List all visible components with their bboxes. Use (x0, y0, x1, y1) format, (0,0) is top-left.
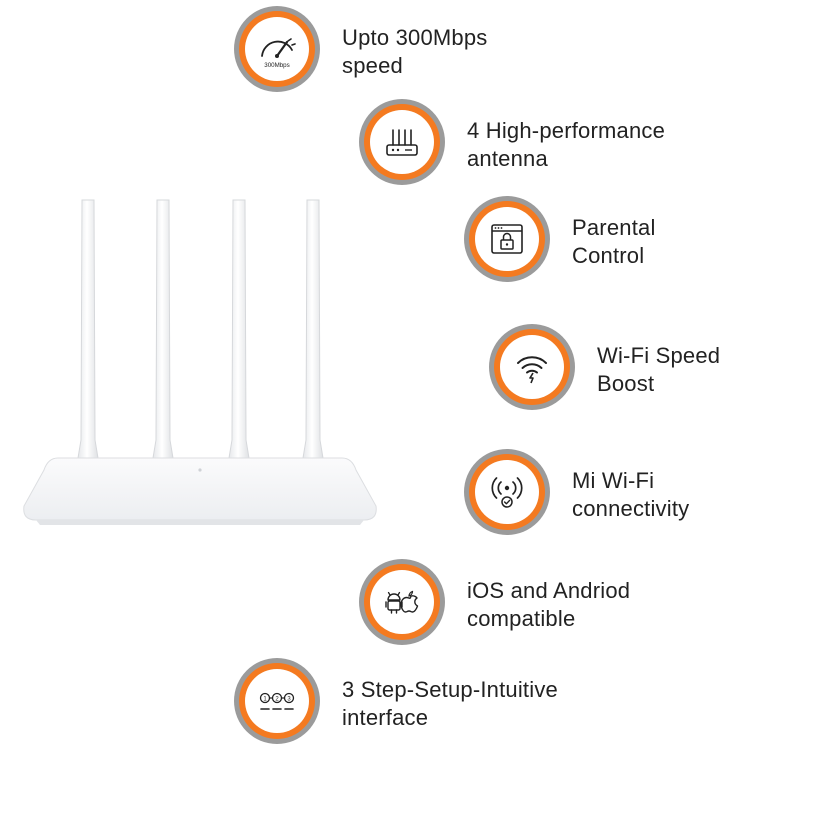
feature-badge (464, 449, 550, 535)
feature-subtitle: Control (572, 243, 645, 268)
router-illustration (23, 199, 377, 525)
feature-title: 3 Step-Setup-Intuitive (342, 677, 558, 702)
feature-subtitle: interface (342, 705, 429, 730)
step-2-label: 2 (275, 696, 279, 702)
wifi-boost-icon (517, 356, 547, 384)
feature-badge (489, 324, 575, 410)
three-steps-icon: 1 2 3 (259, 692, 295, 710)
feature-badge (464, 196, 550, 282)
antenna-2 (152, 199, 174, 459)
feature-title: Wi-Fi Speed (597, 343, 721, 368)
router-antenna-icon (386, 129, 418, 156)
feature-badge: 1 2 3 (234, 658, 320, 744)
feature-title: Upto 300Mbps (342, 25, 488, 50)
feature-subtitle: connectivity (572, 496, 690, 521)
speed-icon-label: 300Mbps (264, 62, 289, 69)
feature-title: 4 High-performance (467, 118, 666, 143)
router-body (23, 457, 377, 525)
feature-subtitle: speed (342, 53, 403, 78)
feature-badge: 300Mbps (234, 6, 320, 92)
feature-subtitle: compatible (467, 606, 576, 631)
step-3-label: 3 (287, 696, 291, 702)
feature-subtitle: Boost (597, 371, 655, 396)
feature-subtitle: antenna (467, 146, 548, 171)
feature-title: Mi Wi-Fi (572, 468, 655, 493)
feature-badge (359, 559, 445, 645)
antenna-3 (228, 199, 250, 459)
wireless-check-icon (491, 477, 523, 508)
antenna-4 (302, 199, 324, 459)
step-1-label: 1 (263, 696, 267, 702)
android-apple-icon (385, 590, 419, 614)
feature-badge (359, 99, 445, 185)
feature-title: Parental (572, 215, 656, 240)
feature-title: iOS and Andriod (467, 578, 631, 603)
speedometer-icon: 300Mbps (261, 38, 296, 69)
antenna-1 (77, 199, 99, 459)
browser-lock-icon (491, 224, 523, 254)
